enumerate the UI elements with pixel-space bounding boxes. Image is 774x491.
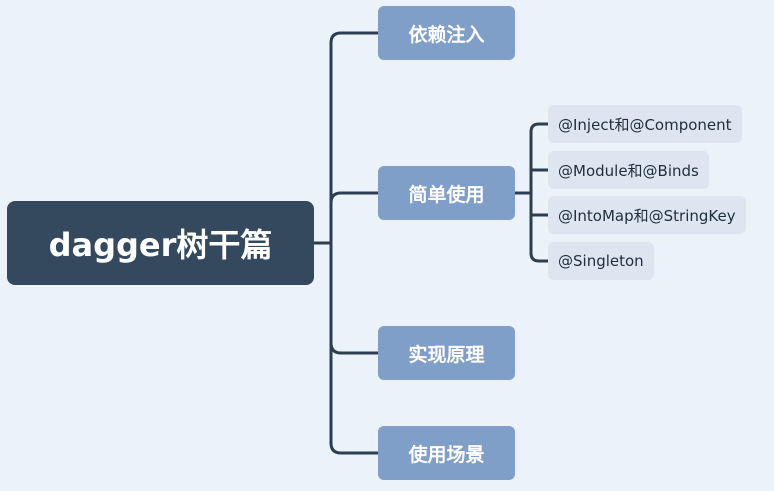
branch-node-use-cases[interactable]: 使用场景: [378, 426, 515, 480]
leaf-node-inject-component[interactable]: @Inject和@Component: [548, 105, 742, 143]
branch-node-simple-usage[interactable]: 简单使用: [378, 166, 515, 220]
root-node[interactable]: dagger树干篇: [7, 201, 314, 285]
connector-leaf-4: [529, 251, 550, 263]
connector-branch-4: [329, 441, 380, 455]
connector-trunk: [329, 31, 380, 45]
connector-branch-3: [329, 341, 380, 355]
branch-node-dependency-injection[interactable]: 依赖注入: [378, 6, 515, 60]
connector-leaf-trunk: [529, 122, 550, 134]
leaf-node-module-binds[interactable]: @Module和@Binds: [548, 151, 709, 189]
leaf-node-intomap-stringkey[interactable]: @IntoMap和@StringKey: [548, 196, 746, 234]
connector-branch-2: [329, 191, 380, 205]
leaf-node-singleton[interactable]: @Singleton: [548, 242, 654, 280]
branch-node-implementation-principle[interactable]: 实现原理: [378, 326, 515, 380]
